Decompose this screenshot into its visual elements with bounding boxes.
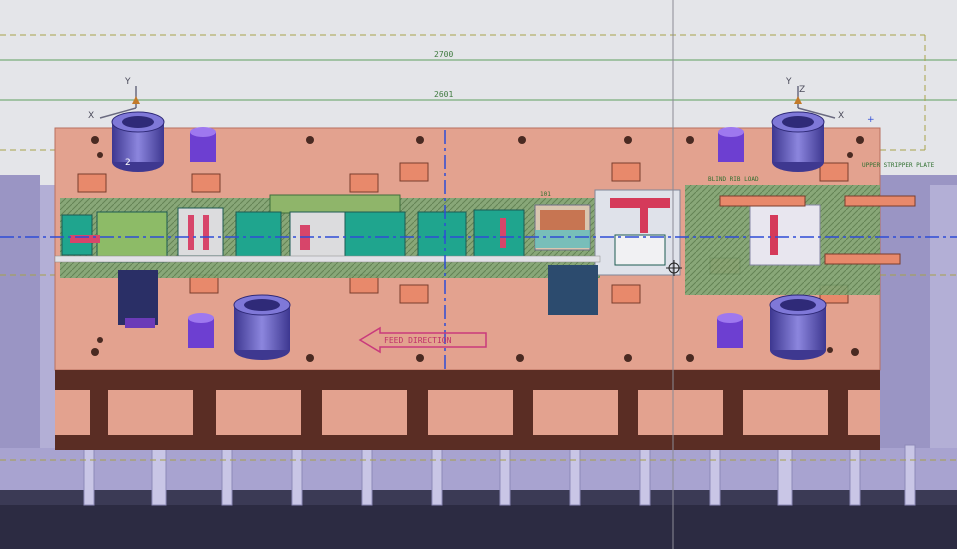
axis-2-label: 2	[125, 158, 131, 168]
cursor-crosshair	[666, 260, 682, 276]
axis-triad-left	[99, 86, 140, 119]
feed-direction-label: FEED DIRECTION	[384, 336, 452, 345]
inner-length-dim: 2601	[434, 90, 453, 99]
origin-marker: +	[867, 115, 875, 125]
punch-stations	[61, 207, 666, 266]
pilot-label: 101	[540, 191, 551, 198]
axis-y-label-left: Y	[124, 77, 131, 87]
axis-triad-right	[794, 86, 836, 119]
sub-label-right: BLIND RIB LOAD	[708, 176, 759, 183]
overall-length-dim: 2700	[434, 50, 453, 59]
upper-stripper-label: UPPER STRIPPER PLATE	[862, 162, 935, 169]
axis-y-label-right: Y	[785, 77, 792, 87]
bolt-holes	[91, 136, 864, 362]
die-base-block	[55, 370, 880, 450]
guide-post-bottom-right[interactable]	[769, 294, 827, 360]
axis-z-label-right: Z	[799, 85, 805, 95]
axis-x-label-left: X	[88, 111, 94, 121]
guide-post-top-right[interactable]	[771, 111, 825, 172]
feed-direction-arrow	[358, 326, 487, 354]
guide-post-top-left[interactable]	[111, 111, 165, 172]
axis-x-label-right: X	[838, 111, 844, 121]
guide-bushings	[188, 127, 744, 348]
guide-post-bottom-left[interactable]	[233, 294, 291, 360]
